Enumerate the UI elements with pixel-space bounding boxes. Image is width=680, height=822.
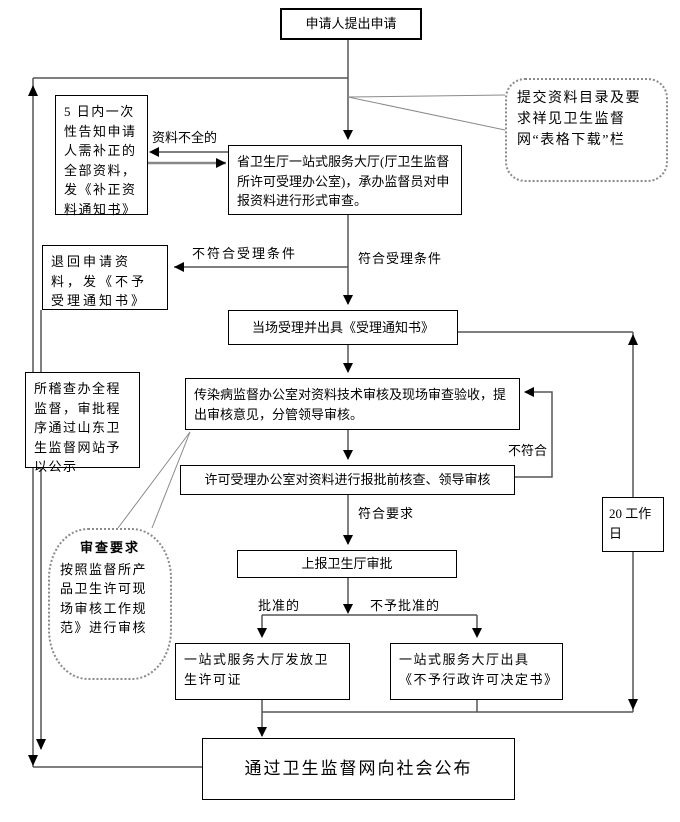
node-issue-license: 一站式服务大厅发放卫生许可证 (175, 643, 350, 700)
node-publish-text: 通过卫生监督网向社会公布 (244, 759, 473, 779)
node-onsite-accept: 当场受理并出具《受理通知书》 (228, 310, 458, 345)
node-whole-process-supervise-text: 所稽查办全程监督，审批程序通过山东卫生监督网站予以公示 (34, 381, 122, 474)
node-onsite-accept-text: 当场受理并出具《受理通知书》 (251, 319, 434, 335)
node-issue-license-text: 一站式服务大厅发放卫生许可证 (184, 652, 330, 687)
callout-review-title: 审查要求 (79, 540, 140, 555)
node-return-materials-text: 退回申请资料，发《不予受理通知书》 (51, 254, 148, 308)
node-pre-check-text: 许可受理办公室对资料进行报批前核查、领导审核 (204, 472, 491, 488)
node-issue-denial-text: 一站式服务大厅出具《不予行政许可决定书》 (399, 652, 559, 687)
node-submit-approval: 上报卫生厅审批 (237, 550, 457, 578)
node-accept-office: 省卫生厅一站式服务大厅(厅卫生监督所许可受理办公室)，承办监督员对申报资料进行形… (228, 145, 462, 215)
node-return-materials: 退回申请资料，发《不予受理通知书》 (42, 245, 168, 310)
callout-submit-materials: 提交资料目录及要求祥见卫生监督网“表格下载”栏 (505, 78, 668, 182)
node-notify-supplement-text: 5 日内一次性告知申请人需补正的全部资料，发《补正资料通知书》 (64, 104, 137, 217)
edge-label-not-meet-accept: 不符合受理条件 (192, 246, 298, 261)
edge-label-not-approved: 不予批准的 (370, 598, 441, 613)
node-start: 申请人提出申请 (280, 8, 422, 40)
node-tech-review: 传染病监督办公室对资料技术审核及现场审查验收，提出审核意见，分管领导审核。 (185, 378, 520, 430)
node-accept-office-text: 省卫生厅一站式服务大厅(厅卫生监督所许可受理办公室)，承办监督员对申报资料进行形… (237, 154, 450, 208)
node-notify-supplement: 5 日内一次性告知申请人需补正的全部资料，发《补正资料通知书》 (55, 95, 148, 217)
node-publish: 通过卫生监督网向社会公布 (202, 738, 515, 800)
callout-submit-text: 提交资料目录及要求祥见卫生监督网“表格下载”栏 (517, 91, 641, 148)
node-submit-approval-text: 上报卫生厅审批 (301, 556, 393, 572)
node-duration: 20 工作日 (602, 497, 664, 552)
edge-label-approved: 批准的 (258, 598, 301, 613)
callout-review-body: 按照监督所产品卫生许可现场审核工作规范》进行审核 (60, 561, 148, 636)
edge-label-conform: 符合要求 (358, 506, 415, 521)
edge-label-meet-accept: 符合受理条件 (358, 251, 443, 266)
edge-label-not-conform: 不符合 (508, 443, 548, 458)
node-whole-process-supervise: 所稽查办全程监督，审批程序通过山东卫生监督网站予以公示 (25, 372, 140, 474)
node-issue-denial: 一站式服务大厅出具《不予行政许可决定书》 (390, 643, 563, 700)
node-tech-review-text: 传染病监督办公室对资料技术审核及现场审查验收，提出审核意见，分管领导审核。 (194, 387, 507, 422)
edge-label-incomplete: 资料不全的 (152, 130, 218, 145)
node-duration-text: 20 工作日 (609, 506, 652, 541)
node-start-label: 申请人提出申请 (305, 16, 397, 32)
node-pre-check: 许可受理办公室对资料进行报批前核查、领导审核 (180, 465, 515, 495)
callout-review-requirements: 审查要求 按照监督所产品卫生许可现场审核工作规范》进行审核 (48, 528, 172, 680)
